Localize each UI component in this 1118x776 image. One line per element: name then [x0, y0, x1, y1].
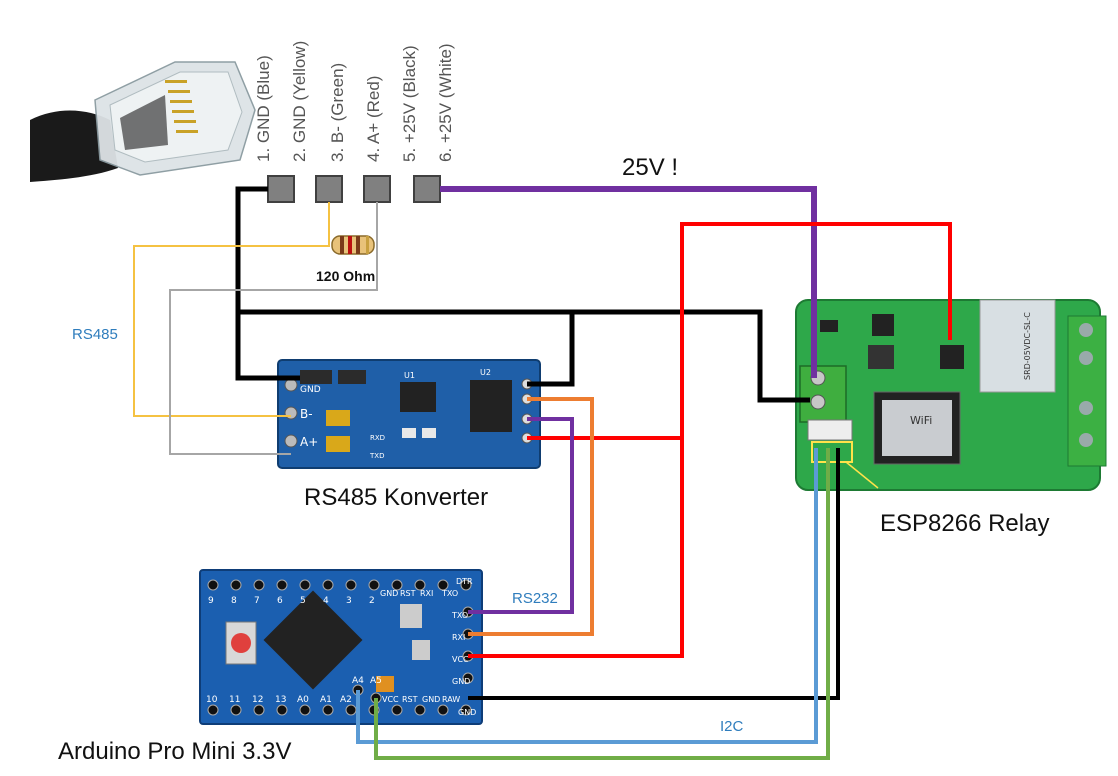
wires	[133, 186, 952, 760]
rs485-converter-board: GND B- A+ U2 U1 RXD TXD	[277, 359, 541, 469]
esp8266-relay-board: SRD-05VDC-SL-C WiFi	[795, 299, 1107, 491]
arduino-silk-gnd: GND	[380, 589, 398, 598]
arduino-silk-rst: RST	[400, 589, 416, 598]
rs485-silk-led-txd: TXD	[369, 452, 384, 460]
arduino-silk-2: 2	[369, 596, 375, 606]
voltage-warning-label: 25V !	[622, 154, 679, 181]
pin-label-6: 6. +25V (White)	[436, 43, 455, 162]
pin-pad-3	[315, 175, 343, 203]
rs485-silk-b: B-	[300, 407, 313, 421]
arduino-silk-gnd-r: GND	[452, 677, 470, 686]
pin-label-3: 3. B- (Green)	[328, 62, 347, 162]
arduino-silk-13: 13	[275, 695, 286, 705]
arduino-board-label: Arduino Pro Mini 3.3V	[58, 738, 292, 765]
arduino-silk-a2: A2	[340, 695, 352, 705]
wifi-module-label: WiFi	[910, 414, 932, 427]
arduino-silk-rxi-r: RXI	[452, 633, 465, 642]
arduino-pro-mini-board: 9 8 7 6 5 4 3 2 GND RST RXI TXO DTR 10 1…	[199, 569, 483, 725]
arduino-silk-7: 7	[254, 596, 260, 606]
wire-gnd-arduino	[468, 448, 840, 700]
arduino-silk-4: 4	[323, 596, 329, 606]
esp-board-label: ESP8266 Relay	[880, 510, 1050, 537]
wire-rs485-a	[169, 202, 378, 455]
rs232-bus-label: RS232	[512, 590, 558, 607]
arduino-silk-5: 5	[300, 596, 306, 606]
pin-pad-4	[363, 175, 391, 203]
resistor-120-ohm	[331, 235, 375, 255]
arduino-silk-rst-b: RST	[402, 695, 418, 704]
arduino-silk-vcc-r: VCC	[452, 655, 469, 664]
arduino-silk-10: 10	[206, 695, 218, 705]
rs485-silk-u2: U2	[480, 368, 491, 377]
rs485-silk-led-rxd: RXD	[370, 434, 385, 442]
i2c-bus-label: I2C	[720, 718, 744, 735]
wire-gnd-main	[235, 186, 300, 381]
rs485-silk-gnd: GND	[300, 385, 321, 395]
rs485-silk-a: A+	[300, 435, 318, 449]
pin-label-2: 2. GND (Yellow)	[290, 40, 309, 162]
pin-pad-1	[267, 175, 295, 203]
arduino-silk-9: 9	[208, 596, 214, 606]
arduino-silk-8: 8	[231, 596, 237, 606]
arduino-silk-gnd-b: GND	[422, 695, 440, 704]
arduino-silk-txo: TXO	[441, 589, 458, 598]
relay-silk: SRD-05VDC-SL-C	[1023, 312, 1032, 380]
arduino-silk-11: 11	[229, 695, 240, 705]
arduino-silk-a0: A0	[297, 695, 309, 705]
arduino-silk-rxi: RXI	[420, 589, 433, 598]
arduino-silk-gnd-corner: GND	[458, 708, 476, 717]
arduino-silk-a5: A5	[370, 676, 382, 686]
resistor-label: 120 Ohm	[316, 268, 376, 284]
arduino-silk-dtr: DTR	[456, 577, 473, 586]
pin-label-5: 5. +25V (Black)	[400, 45, 419, 162]
rs485-bus-label: RS485	[72, 326, 118, 343]
connector-pin-pads	[267, 175, 441, 203]
wire-rs232-tx	[468, 417, 574, 614]
wire-gnd-bus	[238, 309, 810, 403]
wire-gnd-rs485-right	[527, 312, 575, 387]
rj12-connector-image	[30, 61, 256, 182]
rs485-board-label: RS485 Konverter	[304, 484, 489, 511]
wire-rs485-b	[133, 202, 330, 417]
arduino-silk-6: 6	[277, 596, 283, 606]
rs485-silk-u1: U1	[404, 371, 415, 380]
arduino-silk-txo-r: TXO	[451, 611, 468, 620]
pin-pad-6	[413, 175, 441, 203]
arduino-silk-12: 12	[252, 695, 263, 705]
pin-label-4: 4. A+ (Red)	[364, 75, 383, 162]
wire-rs232-rx	[468, 397, 594, 636]
wire-i2c-sda	[356, 448, 818, 744]
arduino-silk-raw: RAW	[442, 695, 460, 704]
pin-label-1: 1. GND (Blue)	[254, 55, 273, 162]
arduino-silk-vcc-b: VCC	[382, 695, 399, 704]
wire-25v	[440, 186, 817, 378]
wire-i2c-scl	[374, 448, 830, 760]
arduino-silk-3: 3	[346, 596, 352, 606]
arduino-silk-a4: A4	[352, 676, 364, 686]
arduino-silk-a1: A1	[320, 695, 332, 705]
wire-vcc	[468, 222, 952, 658]
